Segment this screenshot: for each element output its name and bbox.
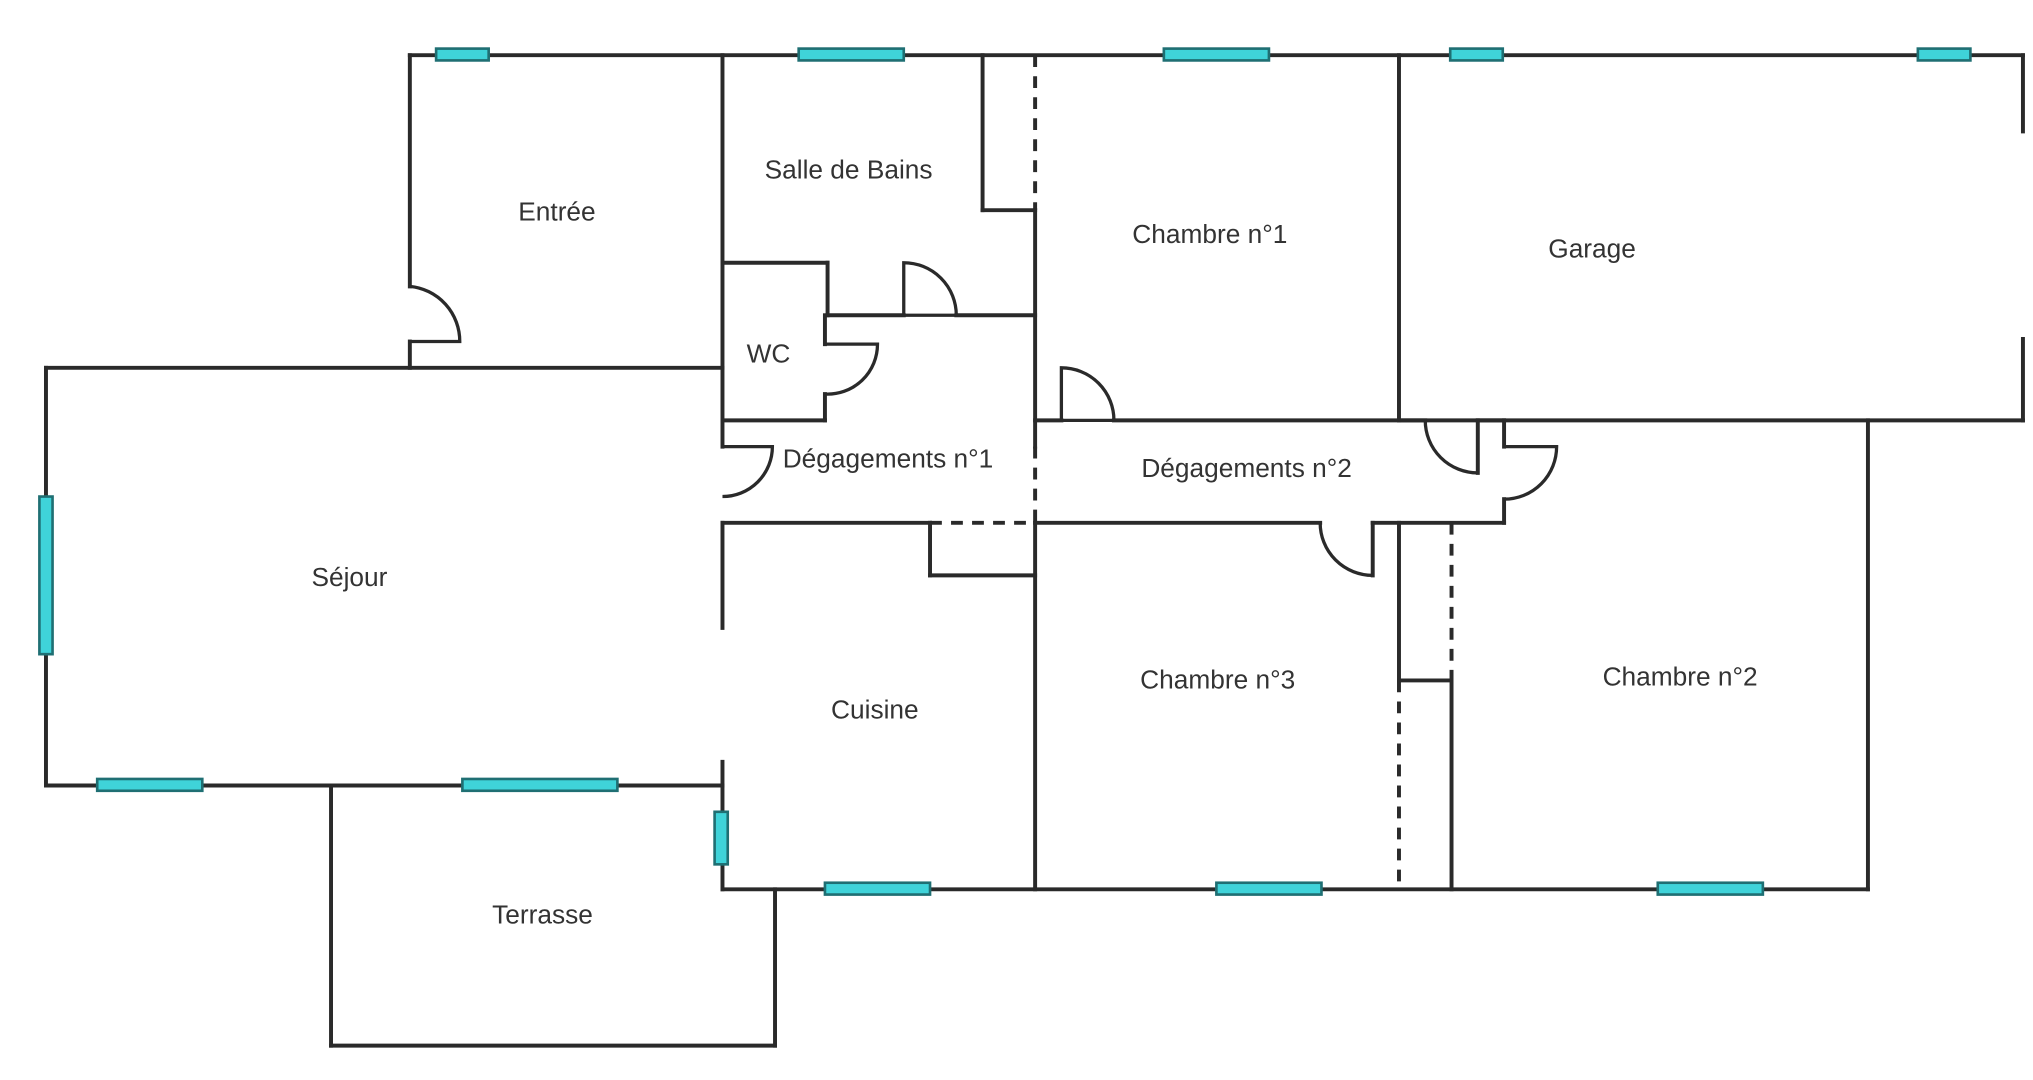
room-label-salle-de-bains: Salle de Bains (765, 155, 933, 185)
room-label-degagement1: Dégagements n°1 (783, 444, 994, 474)
room-label-cuisine: Cuisine (831, 695, 919, 725)
walls (44, 53, 2025, 1048)
window (1916, 47, 1972, 62)
windows (38, 47, 1972, 896)
room-label-chambre1: Chambre n°1 (1132, 219, 1287, 249)
window (434, 47, 490, 62)
window (95, 777, 204, 793)
window (1656, 881, 1765, 896)
window (823, 881, 932, 896)
doors (409, 261, 1559, 578)
room-label-garage: Garage (1548, 233, 1636, 263)
door-chambre3 (1318, 522, 1375, 578)
door-entree (409, 284, 462, 344)
door-chambre2 (1504, 444, 1559, 501)
room-labels: Entrée Salle de Bains WC Chambre n°1 Gar… (311, 155, 1757, 930)
window (1215, 881, 1323, 896)
room-label-terrasse: Terrasse (492, 899, 593, 929)
window (797, 47, 906, 62)
window (1162, 47, 1271, 62)
door-chambre1 (1059, 366, 1116, 422)
room-label-sejour: Séjour (311, 562, 387, 592)
door-sejour-deg1 (722, 444, 775, 499)
room-label-entree: Entrée (518, 197, 595, 227)
door-sdb (902, 261, 958, 317)
room-label-chambre3: Chambre n°3 (1140, 664, 1295, 694)
window (461, 777, 619, 793)
door-garage (1423, 420, 1480, 475)
window (713, 810, 730, 866)
door-wc (824, 342, 880, 396)
room-label-wc: WC (747, 339, 791, 369)
window (1448, 47, 1505, 62)
window (38, 495, 54, 656)
room-label-chambre2: Chambre n°2 (1603, 662, 1758, 692)
room-label-degagement2: Dégagements n°2 (1141, 453, 1352, 483)
